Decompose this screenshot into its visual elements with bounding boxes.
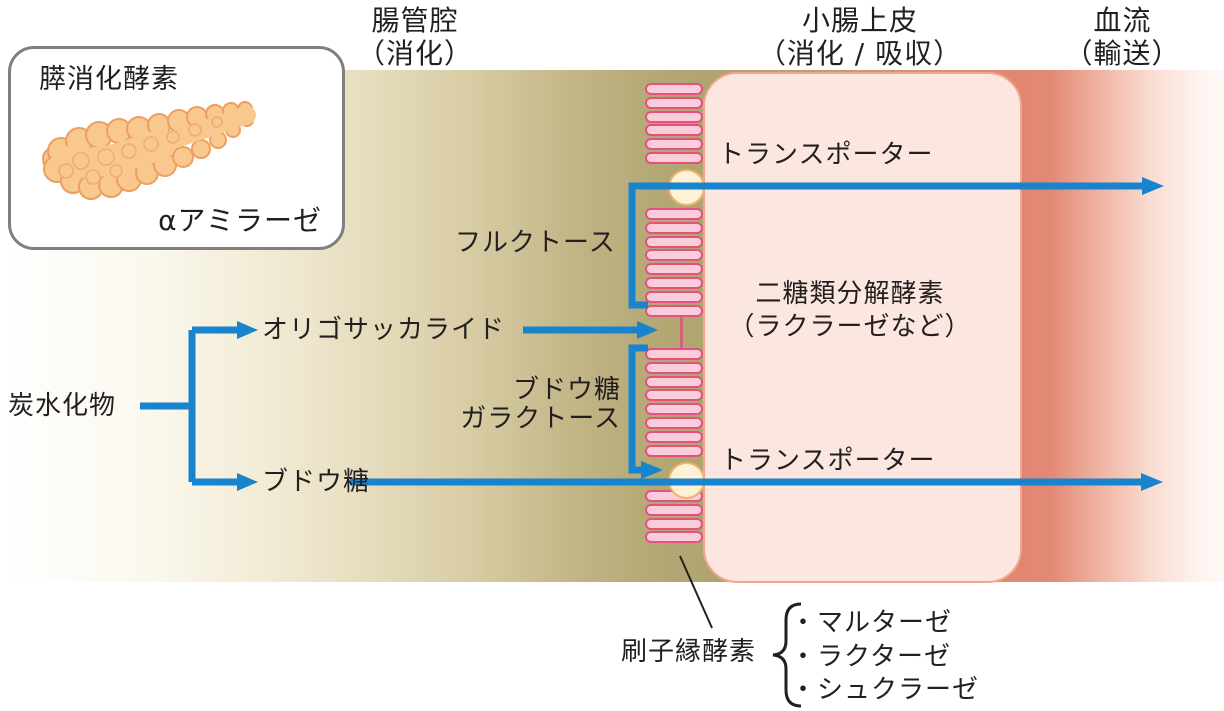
blood-subtitle: （輸送） (1064, 37, 1181, 70)
transporter-bottom-label: トランスポーター (720, 446, 936, 476)
transporter-circle-bottom (668, 462, 705, 499)
pancreatic-enzyme-title: 膵消化酵素 (39, 64, 179, 95)
transporter-circle-top (668, 169, 705, 206)
transporter-top-label: トランスポーター (718, 140, 934, 170)
glucose-galactose-label: ブドウ糖 ガラクトース (455, 376, 621, 434)
alpha-amylase-label: αアミラーゼ (158, 204, 322, 237)
glucose-galactose-line2: ガラクトース (460, 404, 621, 434)
pancreas-illustration (42, 101, 256, 200)
epithelium-box (703, 72, 1022, 583)
column-header-epithelium: 小腸上皮 （消化 / 吸収） (710, 4, 1010, 70)
fructose-label: フルクトース (455, 228, 616, 258)
column-header-lumen: 腸管腔 （消化） (330, 4, 500, 70)
blood-title: 血流 (1093, 4, 1152, 37)
lumen-subtitle: （消化） (356, 37, 473, 70)
disaccharidase-line2: （ラクラーゼなど） (728, 312, 972, 342)
disaccharidase-line1: 二糖類分解酵素 (755, 279, 945, 309)
disaccharidase-label: 二糖類分解酵素 （ラクラーゼなど） (700, 278, 1000, 344)
epithelium-title: 小腸上皮 (801, 4, 918, 37)
brush-border-label: 刷子縁酵素 (620, 637, 756, 667)
enzyme-item-sucrase: ・シュクラーゼ (790, 675, 980, 705)
glucose-galactose-line1: ブドウ糖 (512, 375, 621, 405)
brush-border-enzyme-list: ・マルターゼ ・ラクターゼ ・シュクラーゼ (790, 607, 979, 708)
enzyme-item-lactase: ・ラクターゼ (790, 641, 951, 672)
epithelium-subtitle: （消化 / 吸収） (757, 37, 963, 70)
enzyme-item-maltase: ・マルターゼ (790, 608, 953, 638)
pancreatic-enzyme-box: 膵消化酵素 αアミラーゼ (8, 46, 345, 250)
lumen-title: 腸管腔 (371, 4, 459, 37)
carbohydrate-label: 炭水化物 (8, 391, 117, 421)
glucose-branch-label: ブドウ糖 (262, 467, 371, 497)
oligosaccharide-label: オリゴサッカライド (262, 315, 506, 345)
column-header-blood: 血流 （輸送） (1040, 4, 1205, 70)
